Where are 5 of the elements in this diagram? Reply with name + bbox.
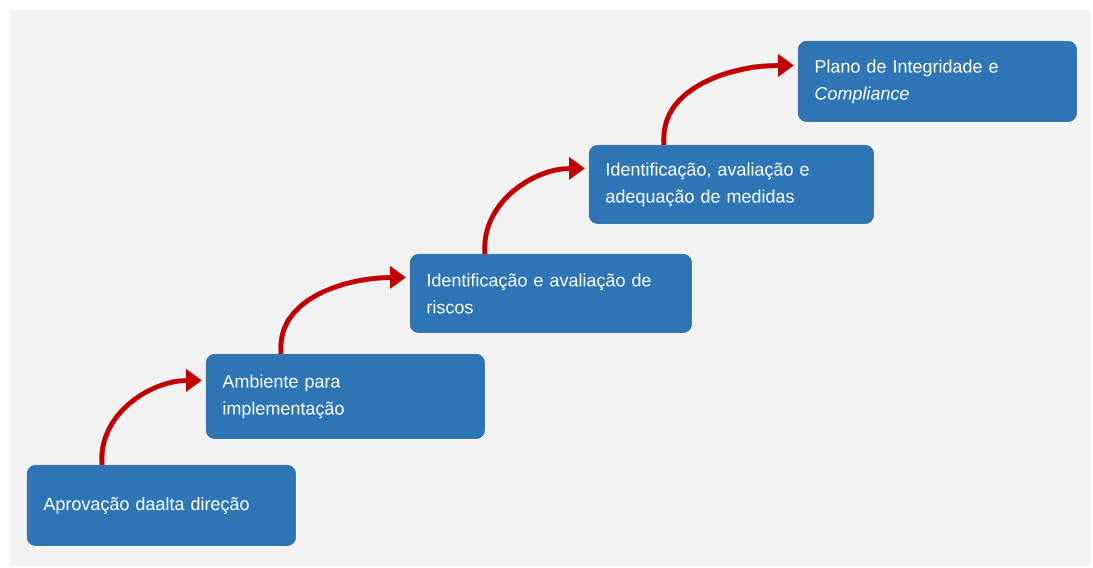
- step-box: Aprovação daalta direção: [27, 465, 296, 546]
- step-box: Identificação, avaliação e adequação de medidas: [589, 145, 874, 224]
- step-box: Identificação e avaliação de riscos: [410, 254, 692, 333]
- step-box: Plano de Integridade e Compliance: [798, 41, 1077, 122]
- step-box: Ambiente para implementação: [206, 354, 485, 439]
